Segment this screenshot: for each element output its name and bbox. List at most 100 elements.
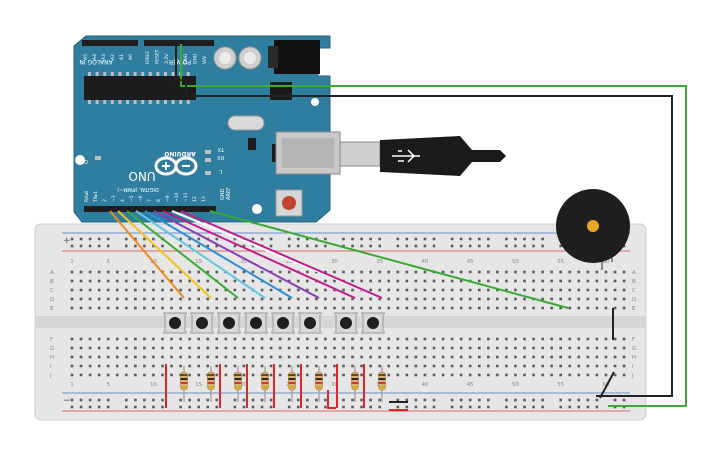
- push-button[interactable]: [361, 312, 385, 334]
- pin-label: ~3: [111, 195, 117, 202]
- mount-hole-icon: [311, 98, 319, 106]
- row-label: B: [632, 279, 636, 285]
- column-label: 15: [195, 259, 202, 265]
- pin-label: A3: [101, 54, 107, 60]
- row-label: I: [50, 364, 52, 370]
- rail-plus-top: +: [63, 236, 71, 246]
- row-label: I: [632, 364, 634, 370]
- digital-label: DIGITAL (PWM~): [117, 186, 159, 192]
- column-label: 15: [195, 382, 202, 388]
- power-header: [144, 40, 214, 46]
- pin-label: A2: [110, 54, 116, 60]
- row-label: A: [50, 270, 54, 276]
- pin-label: ~10: [174, 192, 180, 202]
- row-label: J: [49, 373, 52, 379]
- gnd-label: GND: [220, 188, 226, 200]
- pin-label: GND: [193, 53, 199, 64]
- analog-header: [82, 40, 138, 46]
- resistor-icon: [261, 366, 269, 402]
- resistor-icon: [288, 366, 296, 402]
- pin-label: RX◂0: [84, 191, 90, 202]
- wire-green: [126, 210, 239, 299]
- row-label: E: [632, 306, 636, 312]
- l-label: L: [219, 168, 222, 174]
- column-label: 50: [512, 259, 519, 265]
- push-button[interactable]: [217, 312, 241, 334]
- button-cap-icon: [304, 317, 316, 329]
- push-button[interactable]: [298, 312, 322, 334]
- column-label: 10: [150, 382, 157, 388]
- rx-label: RX: [217, 154, 224, 160]
- wire-cyan: [135, 210, 266, 299]
- column-label: 20: [240, 382, 247, 388]
- wire-orange: [109, 210, 185, 299]
- pin-label: 7: [147, 199, 153, 202]
- pin-label: 12: [192, 196, 198, 202]
- mount-hole-icon: [75, 155, 85, 165]
- row-label: C: [50, 288, 54, 294]
- button-cap-icon: [367, 317, 379, 329]
- usb-symbol-icon: [392, 149, 420, 163]
- resistors: [180, 366, 386, 402]
- resistor-icon: [351, 366, 359, 402]
- column-label: 5: [106, 382, 110, 388]
- row-label: G: [50, 346, 54, 352]
- push-button[interactable]: [334, 312, 358, 334]
- button-cap-icon: [340, 317, 352, 329]
- column-label: 40: [421, 382, 428, 388]
- pin-label: TX▸1: [93, 191, 99, 203]
- column-label: 1: [70, 382, 74, 388]
- column-label: 55: [557, 259, 564, 265]
- resistor-icon: [378, 366, 386, 402]
- column-label: 40: [421, 259, 428, 265]
- push-button[interactable]: [244, 312, 268, 334]
- button-cap-icon: [277, 317, 289, 329]
- row-label: B: [50, 279, 54, 285]
- crystal-icon: [227, 115, 265, 131]
- wire-green-buzzer: [209, 210, 569, 309]
- wires: [109, 44, 687, 411]
- pin-label: A5: [83, 54, 89, 60]
- push-button[interactable]: [271, 312, 295, 334]
- push-button[interactable]: [163, 312, 187, 334]
- button-cap-icon: [196, 317, 208, 329]
- row-label: D: [50, 297, 54, 303]
- wire-green-power: [180, 44, 687, 407]
- pin-label: ~9: [165, 195, 171, 202]
- column-label: 60: [602, 259, 609, 265]
- resistor-icon: [234, 366, 242, 402]
- button-cap-icon: [169, 317, 181, 329]
- usb-cable-icon: [339, 136, 506, 176]
- pin-label: 3.3V: [164, 53, 170, 64]
- wire-blue: [144, 210, 293, 299]
- pin-label: A0: [128, 54, 134, 60]
- pin-label: GND: [183, 53, 189, 64]
- pin-label: A1: [119, 54, 125, 60]
- push-buttons: [163, 312, 385, 334]
- pin-label: 8: [156, 199, 162, 202]
- analog-in-label: ANALOG IN: [79, 58, 112, 65]
- voltage-regulator-icon: [270, 82, 292, 100]
- column-label: 30: [331, 382, 338, 388]
- uno-label: UNO: [128, 169, 155, 183]
- column-label: 45: [467, 259, 474, 265]
- reset-button-cap-icon: [282, 196, 296, 210]
- rx-led-icon: [205, 158, 211, 162]
- push-button[interactable]: [190, 312, 214, 334]
- pin-label: A4: [92, 54, 98, 60]
- buzzer-icon: [556, 189, 630, 270]
- column-label: 5: [106, 259, 110, 265]
- on-led-icon: [95, 156, 101, 160]
- pin-label: ~5: [129, 195, 135, 202]
- pin-label: ~11: [183, 192, 189, 202]
- column-label: 20: [240, 259, 247, 265]
- aref-label: AREF: [226, 187, 232, 200]
- arduino-logo-icon: [154, 156, 198, 176]
- red-jumper-wire: [327, 390, 336, 409]
- wire-purple: [153, 210, 320, 299]
